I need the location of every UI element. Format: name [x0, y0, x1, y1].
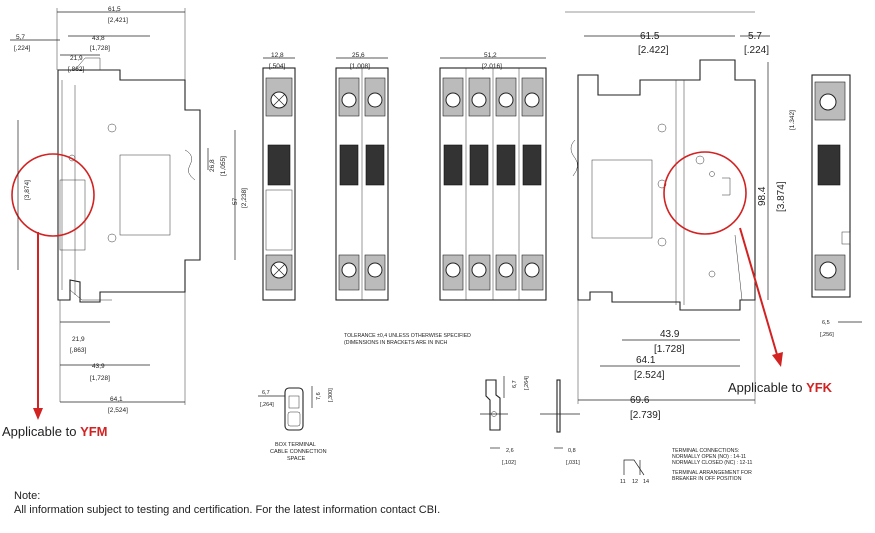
right-dim-43-in: [1.728] [654, 344, 685, 355]
term-dim-h: 6,7 [512, 380, 518, 388]
yfm-callout-prefix: Applicable to [2, 424, 80, 439]
box-dim-h: 7,6 [316, 392, 322, 400]
right-dim-69: 69.6 [630, 395, 650, 406]
left-side-view [10, 8, 236, 405]
left-dim-21-in: [,862] [68, 66, 84, 73]
left-dim-clip: 5,7 [16, 34, 25, 41]
yfk-arrow [739, 227, 779, 359]
front-view-quad [439, 57, 547, 301]
front-view-single [262, 57, 296, 301]
right-side-view [565, 11, 770, 404]
right-dim-clip: 5.7 [748, 31, 762, 42]
yfm-arrowhead [33, 408, 43, 420]
left-dim-bot-43: 43,9 [92, 363, 105, 370]
left-dim-21: 21,9 [70, 55, 83, 62]
term-conn-line-1: TERMINAL CONNECTIONS: [672, 448, 739, 454]
yfm-callout-model: YFM [80, 424, 107, 439]
note-text: All information subject to testing and c… [14, 504, 440, 516]
term-dim-t: 0,8 [568, 448, 576, 454]
front-single-w: 12,8 [271, 52, 284, 59]
pin-12: 12 [632, 479, 638, 485]
note-label: Note: [14, 490, 40, 502]
left-dim-bot-64-in: [2,524] [108, 407, 128, 414]
right-dim-width: 61.5 [640, 31, 660, 42]
terminal-blade-detail [480, 376, 580, 449]
yfk-arrowhead [772, 352, 783, 367]
yfm-callout: Applicable to YFM [2, 424, 108, 439]
box-caption-1: BOX TERMINAL [275, 442, 316, 448]
box-caption-2: CABLE CONNECTION [270, 449, 327, 455]
tolerance-line-1: TOLERANCE ±0,4 UNLESS OTHERWISE SPECIFIE… [344, 333, 471, 339]
front-quad-w: 51,2 [484, 52, 497, 59]
right-dim-64-in: [2.524] [634, 370, 665, 381]
left-dim-width: 61,5 [108, 6, 121, 13]
right-dim-width-in: [2.422] [638, 45, 669, 56]
left-dim-bot-64: 64,1 [110, 396, 123, 403]
box-terminal-detail [258, 386, 313, 431]
left-dim-bot-21: 21,9 [72, 336, 85, 343]
right-dim-height-in: [3.874] [776, 181, 787, 212]
term-dim-h-in: [,264] [524, 376, 530, 390]
pin-14: 14 [643, 479, 649, 485]
left-dim-vert-in: [3,874] [24, 180, 31, 200]
terminal-arrangement-symbol [623, 459, 645, 476]
box-caption-3: SPACE [287, 456, 306, 462]
right-dim-clip-in: [.224] [744, 45, 769, 56]
yfk-callout: Applicable to YFK [728, 380, 833, 395]
right-dim-64: 64.1 [636, 355, 656, 366]
left-dim-width-in: [2,421] [108, 17, 128, 24]
right-dim-69-in: [2.739] [630, 410, 661, 421]
left-dim-268: 26,8 [209, 159, 216, 172]
term-arr-line-2: BREAKER IN OFF POSITION [672, 476, 742, 482]
left-dim-268-in: [1,055] [220, 156, 227, 176]
left-dim-43: 43,8 [92, 35, 105, 42]
term-arr-line-1: TERMINAL ARRANGEMENT FOR [672, 470, 752, 476]
right-dim-65-in: [,256] [820, 332, 834, 338]
term-dim-t-in: [,031] [566, 460, 580, 466]
term-dim-w: 2,6 [506, 448, 514, 454]
left-dim-bot-21-in: [,863] [70, 347, 86, 354]
front-double-w: 25,6 [352, 52, 365, 59]
box-dim-w-in: [,264] [260, 402, 274, 408]
term-dim-w-in: [,102] [502, 460, 516, 466]
left-dim-43-in: [1,728] [90, 45, 110, 52]
box-dim-h-in: [,300] [328, 388, 334, 402]
right-front-view [811, 74, 862, 323]
tolerance-line-2: (DIMENSIONS IN BRACKETS ARE IN INCH [344, 340, 447, 346]
term-conn-line-2: NORMALLY OPEN (NO) : 14-11 [672, 454, 746, 460]
left-dim-57: 57 [232, 197, 239, 205]
front-view-double [335, 57, 389, 301]
box-dim-w: 6,7 [262, 390, 270, 396]
left-dim-bot-43-in: [1,728] [90, 375, 110, 382]
left-dim-clip-in: [,224] [14, 45, 30, 52]
term-conn-line-3: NORMALLY CLOSED (NC) : 12-11 [672, 460, 753, 466]
front-single-w-in: [,504] [269, 63, 285, 70]
yfk-callout-model: YFK [806, 380, 833, 395]
front-double-w-in: [1,008] [350, 63, 370, 70]
yfk-callout-prefix: Applicable to [728, 380, 806, 395]
right-dim-65: 6,5 [822, 320, 830, 326]
pin-11: 11 [620, 479, 626, 485]
right-dim-height: 98.4 [757, 186, 768, 206]
left-dim-57-in: [2,238] [241, 188, 248, 208]
front-quad-w-in: [2,016] [482, 63, 502, 70]
right-dim-side-in: [1.342] [789, 110, 796, 130]
right-dim-43: 43.9 [660, 329, 680, 340]
